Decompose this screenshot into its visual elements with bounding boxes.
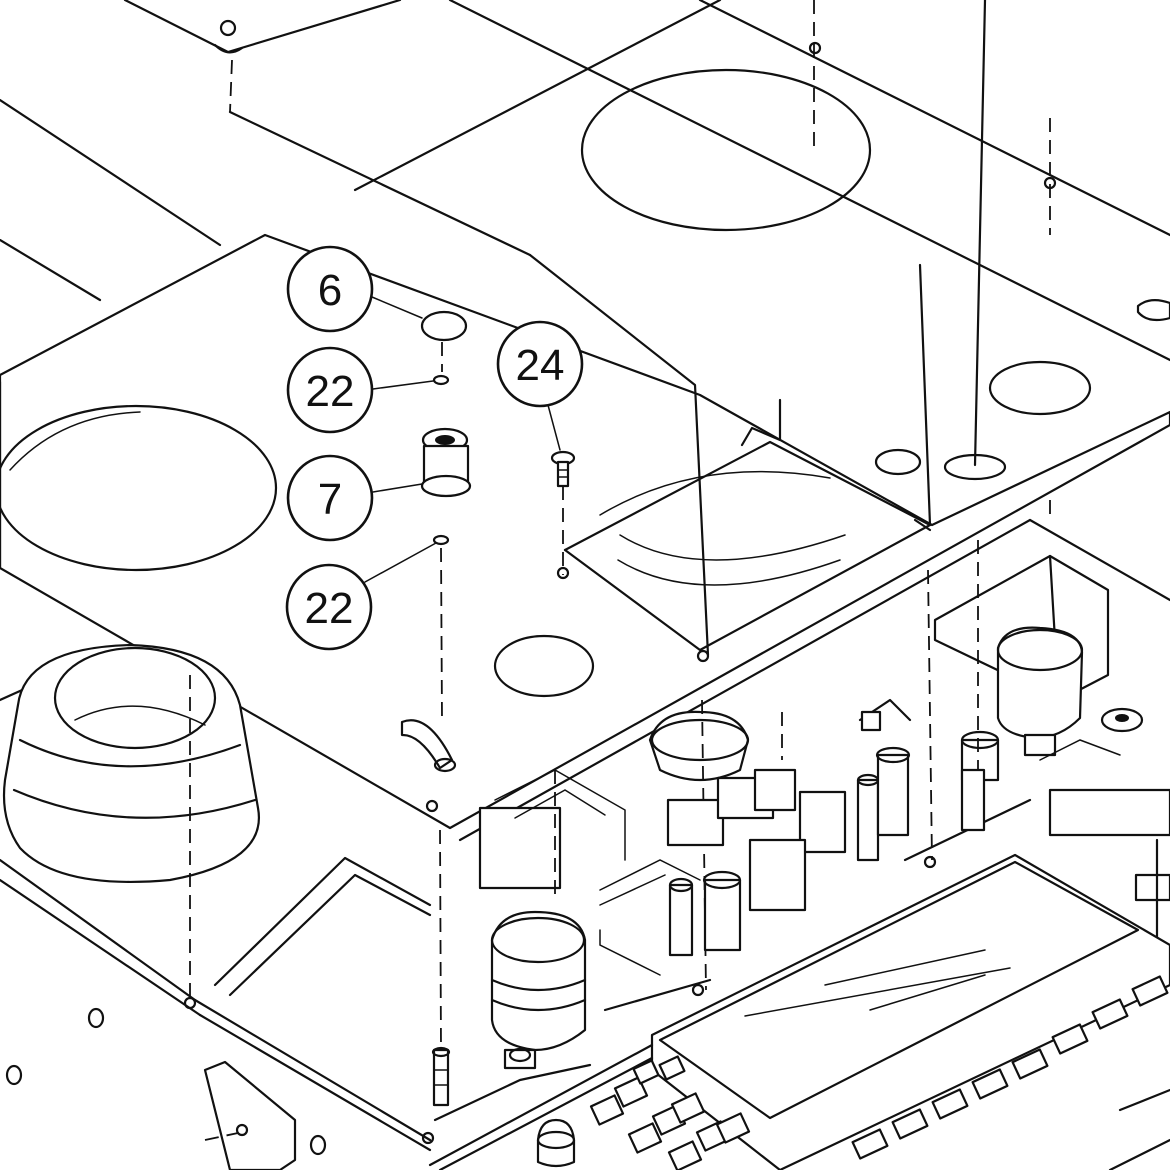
- relay-block: [478, 806, 562, 890]
- cap-6-part: [420, 310, 468, 342]
- plate-opening-lower: [493, 634, 595, 698]
- capacitor-right: [996, 626, 1084, 740]
- mounting-rods: [528, 253, 932, 663]
- top-cover-panel: [0, 0, 1170, 467]
- transformer-window: [563, 398, 932, 652]
- plate-opening-left: [0, 404, 278, 572]
- lower-chassis: [0, 643, 432, 1170]
- right-chassis: [933, 500, 1170, 947]
- upper-cover-opening: [580, 68, 872, 232]
- callout-22-upper-label: 22: [306, 367, 355, 416]
- relay-small: [748, 838, 807, 912]
- right-label-plate: [1048, 788, 1170, 837]
- function-keys: [851, 975, 1169, 1160]
- capacitor-large: [490, 910, 587, 1052]
- circuit-board: [433, 518, 1170, 1122]
- lower-bolt: [421, 1046, 451, 1145]
- mounting-stack: [420, 310, 472, 1051]
- callout-22-lower-label: 22: [305, 584, 354, 633]
- callout-7: 7: [286, 454, 374, 542]
- front-panel: [428, 853, 1170, 1170]
- screw-24: [550, 450, 576, 575]
- knob: [536, 1118, 576, 1168]
- callout-24: 24: [496, 320, 584, 408]
- keypad-keys: [589, 1055, 751, 1170]
- leader-lines: [364, 296, 561, 583]
- callout-24-label: 24: [516, 341, 565, 390]
- callout-22-upper: 22: [286, 346, 374, 434]
- callout-22-lower: 22: [285, 563, 373, 651]
- plate-opening-right: [988, 360, 1092, 416]
- callout-6-label: 6: [318, 266, 342, 315]
- callout-6: 6: [286, 245, 374, 333]
- callout-7-label: 7: [318, 475, 342, 524]
- upper-left-bracket: [123, 0, 532, 257]
